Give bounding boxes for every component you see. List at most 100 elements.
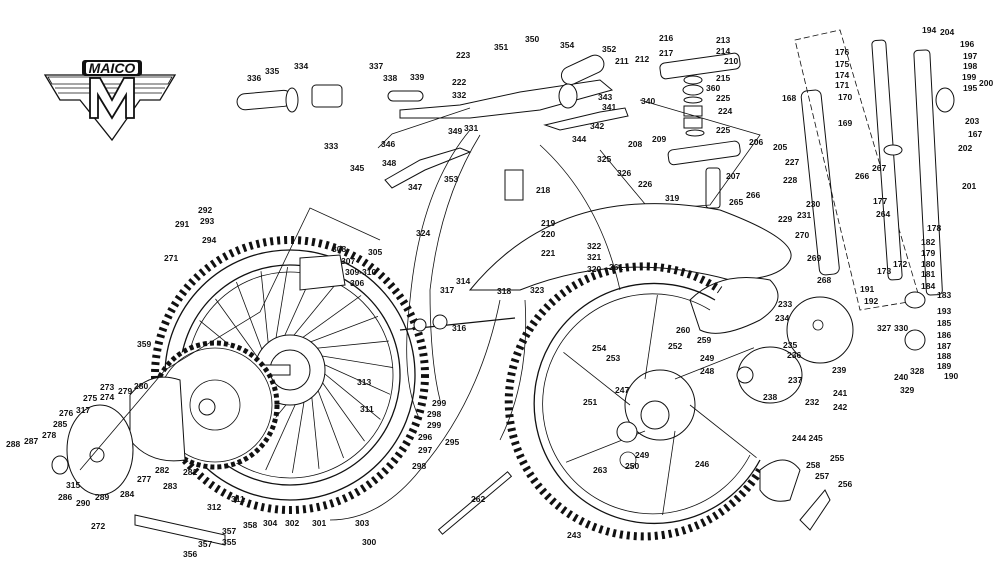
part-number-label: 200 — [979, 78, 993, 88]
part-number-label: 246 — [695, 459, 709, 469]
part-number-label: 263 — [593, 465, 607, 475]
part-number-label: 297 — [418, 445, 432, 455]
cables — [329, 129, 621, 521]
front-spoke — [662, 430, 676, 516]
part-number-label: 225 — [716, 125, 730, 135]
part-number-label: 356 — [183, 549, 197, 559]
part-number-label: 334 — [294, 61, 308, 71]
part-number-label: 171 — [835, 80, 849, 90]
part-number-label: 259 — [697, 335, 711, 345]
part-number-label: 284 — [120, 489, 134, 499]
part-number-label: 177 — [873, 196, 887, 206]
part-number-label: 169 — [838, 118, 852, 128]
part-number-label: 199 — [962, 72, 976, 82]
part-number-label: 358 — [243, 520, 257, 530]
part-number-label: 188 — [937, 351, 951, 361]
part-number-label: 184 — [921, 281, 935, 291]
part-number-label: 172 — [893, 259, 907, 269]
part-number-label: 355 — [222, 537, 236, 547]
part-number-label: 198 — [963, 61, 977, 71]
part-number-label: 309-310 — [345, 267, 376, 277]
part-number-label: 302 — [285, 518, 299, 528]
part-number-label: 319 — [665, 193, 679, 203]
part-number-label: 315 — [66, 480, 80, 490]
rear-spoke — [315, 384, 344, 459]
rear-spoke — [297, 295, 362, 342]
part-number-label: 325 — [597, 154, 611, 164]
rear-spoke — [304, 316, 379, 345]
part-number-label: 180 — [921, 259, 935, 269]
part-number-label: 311 — [360, 404, 374, 414]
part-number-label: 227 — [785, 157, 799, 167]
part-number-label: 306 — [350, 278, 364, 288]
part-number-label: 312 — [207, 502, 221, 512]
part-number-label: 266 — [855, 171, 869, 181]
part-number-label: 213 — [716, 35, 730, 45]
part-number-label: 226 — [638, 179, 652, 189]
part-number-label: 332 — [452, 90, 466, 100]
part-number-label: 260 — [676, 325, 690, 335]
rear-spoke — [311, 340, 389, 350]
part-number-label: 232 — [805, 397, 819, 407]
part-number-label: 279 — [118, 386, 132, 396]
part-number-label: 314 — [456, 276, 470, 286]
part-number-label: 346 — [381, 139, 395, 149]
part-number-label: 206 — [749, 137, 763, 147]
part-number-label: 195 — [963, 83, 977, 93]
part-number-label: 267 — [872, 163, 886, 173]
part-number-label: 343 — [598, 92, 612, 102]
part-number-label: 268 — [817, 275, 831, 285]
part-number-label: 345 — [350, 163, 364, 173]
part-number-label: 186 — [937, 330, 951, 340]
part-number-label: 278 — [42, 430, 56, 440]
part-number-label: 229 — [778, 214, 792, 224]
part-number-label: 208 — [628, 139, 642, 149]
rear-spoke — [215, 298, 262, 363]
part-number-label: 313 — [357, 377, 371, 387]
part-number-label: 326 — [617, 168, 631, 178]
front-spoke — [674, 347, 755, 380]
part-number-label: 256 — [838, 479, 852, 489]
part-number-label: 196 — [960, 39, 974, 49]
front-spoke — [689, 404, 757, 459]
part-number-label: 250 — [625, 461, 639, 471]
part-number-label: 265 — [729, 197, 743, 207]
rear-spoke — [315, 354, 394, 368]
rear-spoke — [292, 395, 306, 474]
front-fork — [794, 29, 955, 351]
part-number-label: 336 — [247, 73, 261, 83]
maico-logo: MAICO — [43, 60, 177, 142]
part-number-label: 179 — [921, 248, 935, 258]
part-number-label: 249 — [635, 450, 649, 460]
part-number-label: 258 — [806, 460, 820, 470]
part-number-label: 266 — [746, 190, 760, 200]
part-number-label: 347 — [408, 182, 422, 192]
part-number-label: 352 — [602, 44, 616, 54]
part-number-label: 205 — [773, 142, 787, 152]
part-number-label: 291 — [175, 219, 189, 229]
part-number-label: 202 — [958, 143, 972, 153]
rear-spoke — [318, 377, 365, 442]
part-number-label: 292 — [198, 205, 212, 215]
part-number-label: 187 — [937, 341, 951, 351]
part-number-label: 331 — [464, 123, 478, 133]
part-number-label: 270 — [795, 230, 809, 240]
part-number-label: 167 — [968, 129, 982, 139]
part-number-label: 303 — [355, 518, 369, 528]
part-number-label: 264 — [876, 209, 890, 219]
part-number-label: 317 — [440, 285, 454, 295]
handlebar-assembly — [236, 54, 629, 189]
front-spoke — [644, 294, 658, 380]
part-number-label: 242 — [833, 402, 847, 412]
part-number-label: 210 — [724, 56, 738, 66]
part-number-label: 248 — [700, 366, 714, 376]
part-number-label: 299 — [432, 398, 446, 408]
part-number-label: 354 — [560, 40, 574, 50]
part-number-label: 308 — [332, 244, 346, 254]
part-number-label: 287 — [24, 436, 38, 446]
part-number-label: 318 — [497, 286, 511, 296]
part-number-label: 211 — [615, 56, 629, 66]
part-number-label: 307 — [341, 256, 355, 266]
part-number-label: 272 — [91, 521, 105, 531]
